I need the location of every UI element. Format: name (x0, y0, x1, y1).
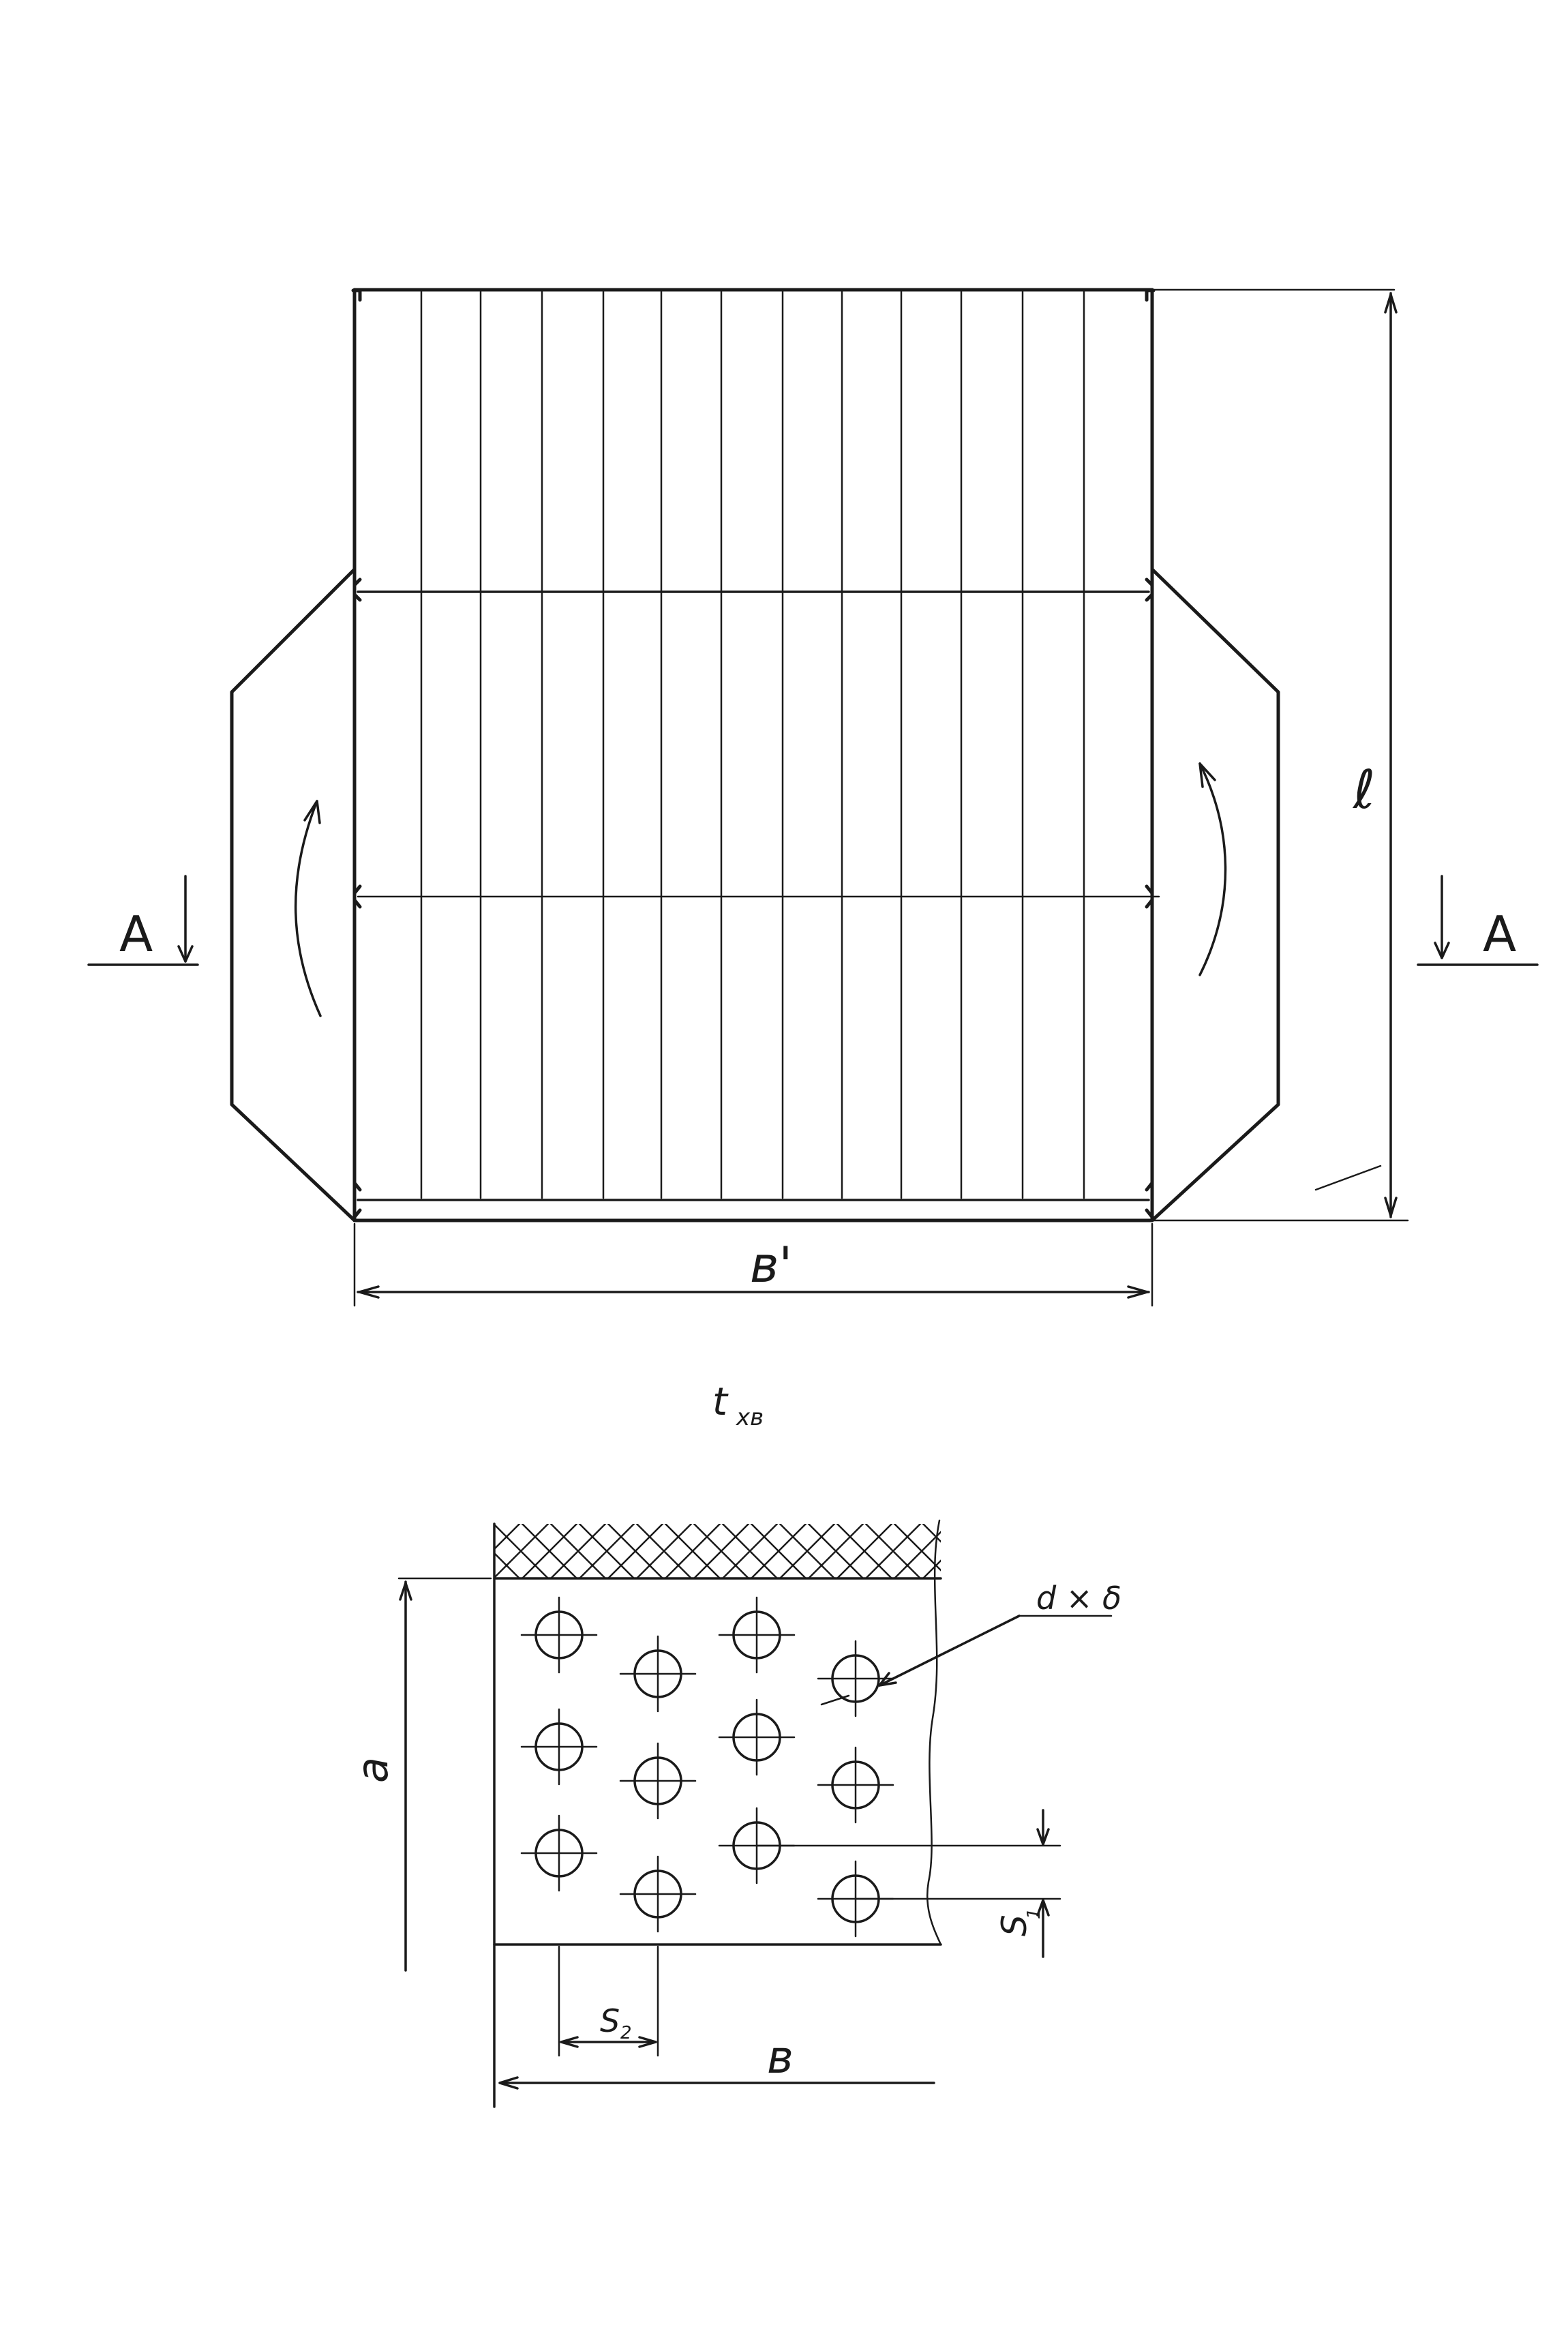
holes (520, 1596, 894, 1938)
hatch-line (607, 1524, 664, 1578)
hatch-line (494, 1524, 521, 1550)
caption-main: t (712, 1380, 729, 1424)
hatch-line (952, 1524, 1006, 1578)
hatch-line (436, 1524, 491, 1578)
hatched-wall (436, 1524, 1035, 1578)
hatch-line (521, 1524, 578, 1578)
hatch-line (922, 1559, 941, 1578)
right-header (1150, 567, 1280, 1222)
dimension-width-top: в' (353, 1222, 1154, 1307)
hatch-line (693, 1524, 750, 1578)
hatch-line (836, 1524, 893, 1578)
hatch-line (635, 1524, 693, 1578)
section-mark-left: A (87, 875, 199, 966)
hatch-line (494, 1552, 521, 1578)
dimension-length-label: ℓ (1352, 760, 1375, 821)
weld-marks (351, 288, 1156, 1219)
caption-subscript: хв (736, 1404, 764, 1431)
hatch-line (922, 1524, 941, 1543)
left-header (230, 567, 357, 1222)
dimension-width-top-label: в' (750, 1236, 792, 1293)
hatch-line (549, 1524, 607, 1578)
perforated-plate-detail: a в S 2 S 1 d × δ (348, 1519, 1121, 2108)
tube-lines (420, 290, 1085, 1199)
hatch-line (436, 1524, 491, 1578)
dimension-length: ℓ (1151, 288, 1409, 1222)
dimension-s1-label: S (995, 1915, 1034, 1936)
flow-arrow-left (294, 800, 322, 1017)
hatch-line (779, 1524, 836, 1578)
section-mark-right: A (1417, 875, 1539, 966)
dimension-s2-label: S (600, 2002, 620, 2039)
hatch-line (750, 1524, 807, 1578)
hatch-line (980, 1524, 1035, 1578)
hatch-line (664, 1524, 721, 1578)
hatch-line (893, 1524, 941, 1572)
stray-mark (1314, 1165, 1382, 1191)
hatch-line (864, 1524, 922, 1578)
hatch-line (807, 1524, 864, 1578)
dimension-b-label: в (767, 2031, 794, 2084)
section-label-right: A (1483, 905, 1516, 963)
hatch-line (578, 1524, 635, 1578)
flow-arrow-right (1198, 762, 1227, 976)
hatch-line (721, 1524, 779, 1578)
dimension-a-label: a (348, 1757, 397, 1783)
hatch-line (980, 1524, 1035, 1578)
hatch-line (952, 1524, 1006, 1578)
tube-bundle-plan-view (230, 288, 1280, 1222)
hatch-line (494, 1524, 549, 1578)
hole-callout-leader (878, 1615, 1021, 1687)
section-label-left: A (119, 905, 153, 963)
dimension-s2-subscript: 2 (620, 2023, 632, 2043)
dimension-s1-subscript: 1 (1024, 1908, 1044, 1919)
caption: t хв (712, 1380, 764, 1431)
plate-break-line (926, 1519, 942, 1946)
hole-callout-label: d × δ (1036, 1580, 1121, 1617)
